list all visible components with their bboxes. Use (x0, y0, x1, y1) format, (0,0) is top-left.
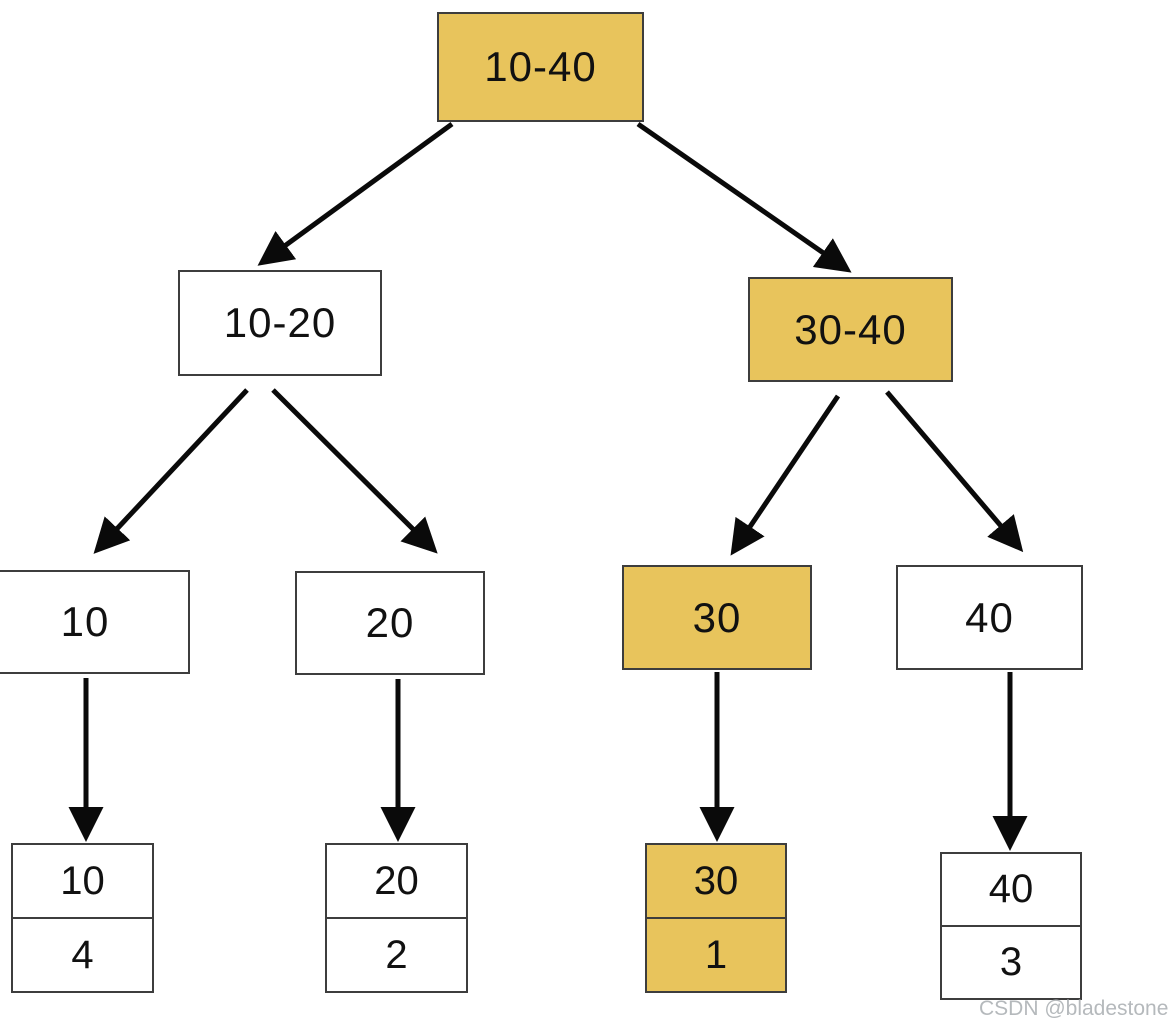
edge-30-40-to-30 (730, 394, 841, 556)
watermark: CSDN @bladestone (979, 997, 1168, 1020)
record-30: 30 1 (645, 843, 787, 993)
node-label: 20 (365, 599, 415, 646)
node-key-10: 10 (0, 570, 190, 674)
edge-root-to-10-20 (257, 121, 454, 266)
node-label: 10-20 (223, 299, 337, 346)
record-key: 10 (13, 845, 152, 917)
record-count: 1 (647, 917, 785, 991)
record-count: 2 (327, 917, 466, 991)
node-label: 40 (965, 593, 1014, 641)
node-key-40: 40 (896, 565, 1083, 670)
node-key-30: 30 (622, 565, 812, 670)
edge-30-40-to-40 (885, 390, 1024, 553)
record-key: 20 (327, 845, 466, 917)
node-label: 30 (692, 593, 742, 641)
node-label: 10 (60, 598, 110, 645)
record-10: 10 4 (11, 843, 154, 993)
edge-10-20-to-20 (271, 388, 438, 554)
node-range-10-20: 10-20 (178, 270, 382, 376)
node-range-10-40: 10-40 (437, 12, 644, 122)
record-40: 40 3 (940, 852, 1082, 1000)
record-20: 20 2 (325, 843, 468, 993)
node-label: 10-40 (484, 43, 597, 90)
node-key-20: 20 (295, 571, 485, 675)
edge-root-to-30-40 (636, 121, 852, 273)
edge-10-20-to-10 (93, 388, 249, 554)
record-key: 40 (942, 854, 1080, 925)
record-count: 3 (942, 925, 1080, 998)
node-label: 30-40 (794, 305, 907, 353)
record-key: 30 (647, 845, 785, 917)
record-count: 4 (13, 917, 152, 991)
node-range-30-40: 30-40 (748, 277, 953, 382)
